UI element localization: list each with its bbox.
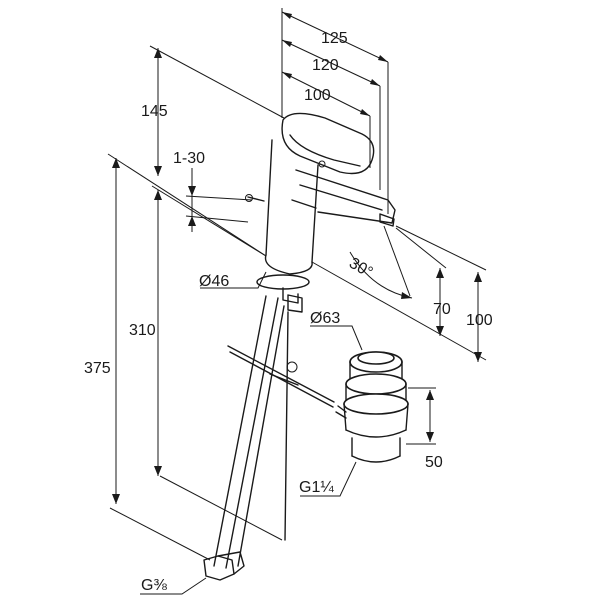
label-375: 375 <box>84 360 111 377</box>
label-100-right: 100 <box>466 312 493 329</box>
label-dia-46: Ø46 <box>199 273 229 290</box>
dimension-labels: 125 120 100 145 1-30 30° Ø46 Ø63 310 375… <box>84 30 493 594</box>
label-50: 50 <box>425 454 443 471</box>
label-g1-1-4: G1¼ <box>299 479 334 496</box>
label-g3-8: G⅜ <box>141 577 167 594</box>
label-1-30: 1-30 <box>173 150 205 167</box>
label-310: 310 <box>129 322 156 339</box>
dimension-lines <box>107 8 487 595</box>
label-70: 70 <box>433 301 451 318</box>
label-125: 125 <box>321 30 348 47</box>
label-120: 120 <box>312 57 339 74</box>
label-100-top: 100 <box>304 87 331 104</box>
label-dia-63: Ø63 <box>310 310 340 327</box>
pop-up-waste <box>335 351 409 463</box>
label-145: 145 <box>141 103 168 120</box>
faucet-body <box>203 112 396 581</box>
